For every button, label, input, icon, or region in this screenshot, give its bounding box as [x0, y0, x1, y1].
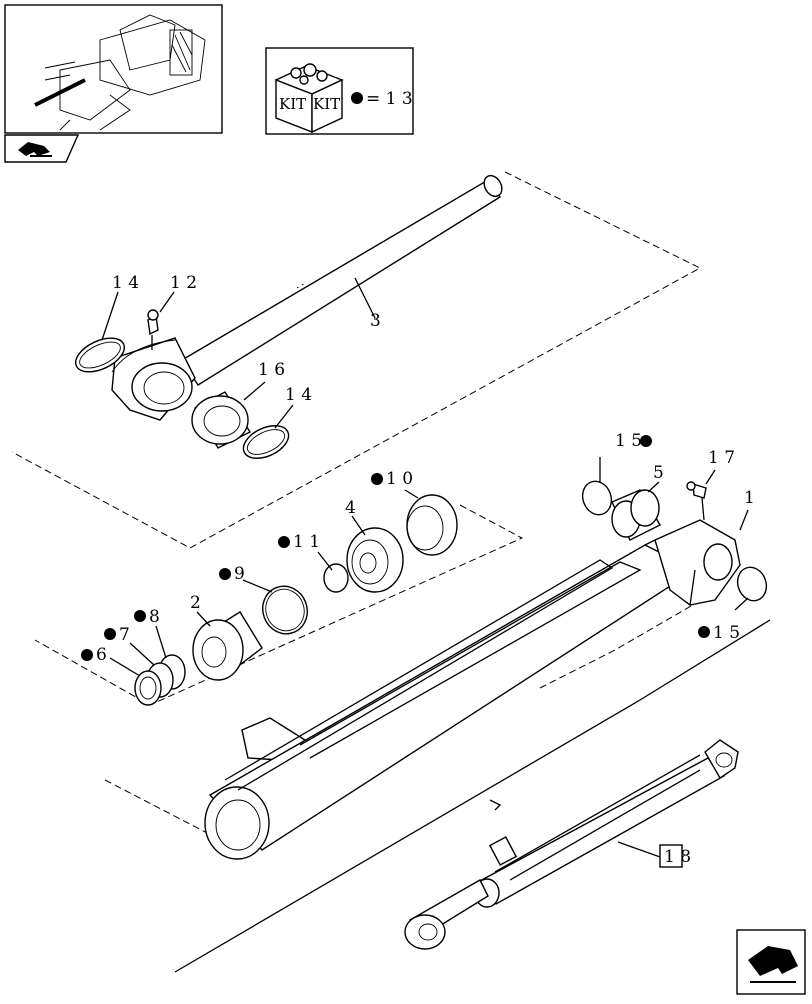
piston-group-boundary: [34, 504, 524, 706]
callout-1: 1: [744, 488, 755, 508]
forward-arrow-icon[interactable]: [736, 929, 806, 995]
piston-rod[interactable]: [111, 172, 505, 421]
callout-18-box: [659, 844, 683, 868]
callout-12: 1 2: [170, 273, 197, 293]
callout-11: 1 1: [293, 532, 320, 552]
bearing-ring-10[interactable]: [406, 494, 458, 556]
kit-label-right: KIT: [313, 95, 340, 113]
kit-box: KIT KIT = 1 3: [265, 47, 414, 135]
seal-ring-15-lower[interactable]: [733, 563, 771, 605]
kit-dot-icon: [104, 628, 116, 640]
rod-group-boundary: [11, 171, 702, 549]
callout-5: 5: [653, 463, 664, 483]
callout-14-lower: 1 4: [285, 385, 312, 405]
back-arrow-icon[interactable]: [4, 134, 80, 163]
cylinder-assembly-18[interactable]: [404, 739, 739, 950]
callout-17: 1 7: [708, 448, 735, 468]
circlip-14-upper[interactable]: [71, 331, 130, 378]
kit-dot-icon: [351, 92, 363, 104]
o-ring-11[interactable]: [323, 563, 349, 593]
seal-ring-15-upper[interactable]: [578, 477, 616, 519]
callout-15-upper: 1 5: [615, 431, 642, 451]
callout-15-lower: 1 5: [713, 623, 740, 643]
callout-14-upper: 1 4: [112, 273, 139, 293]
kit-icon: KIT KIT: [274, 63, 344, 134]
kit-dot-icon: [81, 649, 93, 661]
callout-10: 1 0: [386, 469, 413, 489]
bushing-5[interactable]: [611, 489, 661, 541]
callout-16: 1 6: [258, 360, 285, 380]
callout-18: 1 8: [664, 847, 691, 867]
kit-equals-label: = 1 3: [366, 89, 413, 109]
o-ring-9[interactable]: [256, 580, 314, 640]
kit-dot-icon: [640, 435, 652, 447]
kit-dot-icon: [219, 568, 231, 580]
bottom-boundary-line: [174, 619, 771, 973]
piston-4[interactable]: [346, 527, 404, 593]
kit-label-left: KIT: [279, 95, 306, 113]
kit-dot-icon: [278, 536, 290, 548]
bushing-16[interactable]: [191, 391, 252, 449]
leader-lines: [101, 277, 749, 858]
callout-6: 6: [96, 645, 107, 665]
boundary-break: [489, 799, 502, 811]
callout-2: 2: [190, 593, 201, 613]
callouts: 1 4 1 2 3 1 6 1 4 1 0 4 1 1 9 2 8 7 6 1 …: [96, 273, 755, 868]
wiper-6[interactable]: [134, 670, 162, 706]
grease-nipple-12[interactable]: [147, 309, 159, 336]
machine-thumbnail[interactable]: [4, 4, 223, 134]
barrel-group-boundary-right: [539, 594, 711, 689]
callout-7: 7: [119, 625, 130, 645]
callout-4: 4: [345, 498, 356, 518]
gland-2[interactable]: [192, 611, 263, 682]
cylinder-barrel[interactable]: [204, 519, 741, 860]
callout-8: 8: [149, 607, 160, 627]
callout-9: 9: [234, 564, 245, 584]
circlip-14-lower[interactable]: [238, 419, 293, 465]
kit-dot-icon: [371, 473, 383, 485]
kit-dots: [81, 435, 710, 661]
kit-dot-icon: [134, 610, 146, 622]
leader: [701, 497, 705, 521]
grease-nipple-17[interactable]: [686, 481, 707, 499]
kit-dot-icon: [698, 626, 710, 638]
callout-3: 3: [370, 311, 381, 331]
